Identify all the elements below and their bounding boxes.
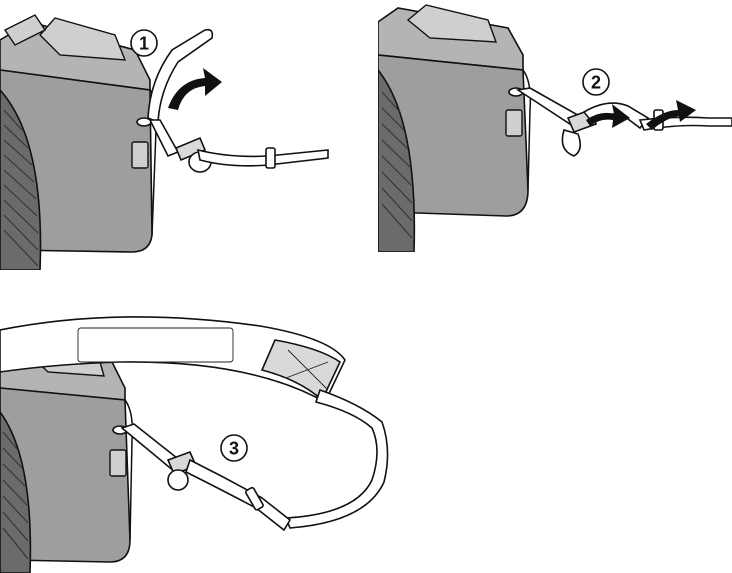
lens <box>0 88 42 270</box>
step-2-panel: 2 <box>378 0 732 252</box>
step-3-illustration: 3 <box>0 316 389 573</box>
lens <box>378 68 416 252</box>
step-1-marker: 1 <box>130 29 158 57</box>
step-2-marker: 2 <box>582 68 610 96</box>
strap-lug <box>505 109 523 137</box>
strap-assembly <box>136 28 329 173</box>
step-1-panel: 1 <box>0 0 330 270</box>
strap-label-area <box>77 327 234 363</box>
step-3-number: 3 <box>229 439 239 459</box>
step-2-number: 2 <box>591 73 601 93</box>
strap-lug <box>109 449 127 477</box>
camera-body <box>0 14 158 253</box>
curved-arrow-icon <box>168 68 222 110</box>
step-3-panel: 3 <box>0 300 410 573</box>
lens-ridges-icon <box>3 109 39 267</box>
lens-ridges-icon <box>2 431 29 560</box>
step-1-illustration: 1 <box>0 14 329 270</box>
camera-body <box>378 4 532 217</box>
curved-arrow-icon <box>586 104 630 128</box>
step-1-number: 1 <box>139 34 149 54</box>
lens-ridges-icon <box>381 91 413 239</box>
curved-arrow-icon <box>646 100 696 130</box>
step-2-illustration: 2 <box>378 4 732 252</box>
step-3-marker: 3 <box>220 434 248 462</box>
strap-assembly <box>112 423 292 532</box>
strap-lug <box>131 141 149 169</box>
neck-strap <box>0 316 389 529</box>
